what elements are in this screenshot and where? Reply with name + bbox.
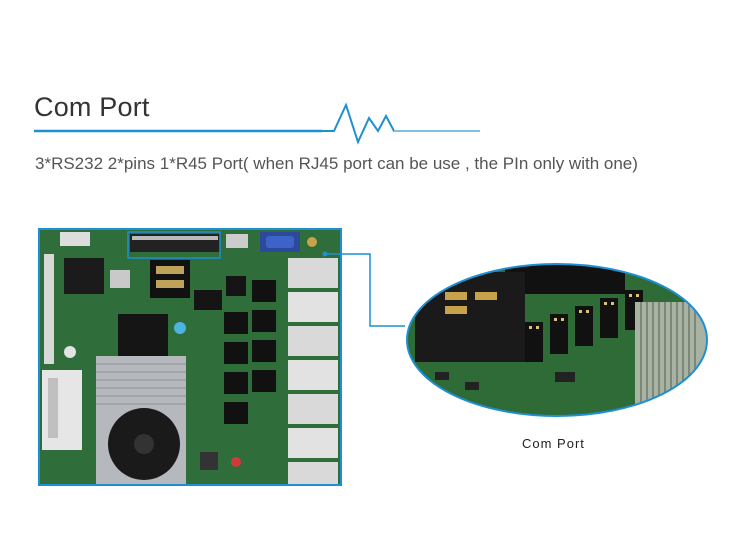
zoom-caption: Com Port	[522, 436, 585, 451]
page-title: Com Port	[34, 92, 150, 122]
zoom-lens	[405, 262, 709, 418]
title-underline-wave	[34, 102, 480, 145]
zoom-graphic	[406, 263, 708, 417]
motherboard-image	[38, 228, 342, 486]
motherboard-graphic	[40, 230, 340, 484]
port-description: 3*RS232 2*pins 1*R45 Port( when RJ45 por…	[35, 154, 638, 173]
